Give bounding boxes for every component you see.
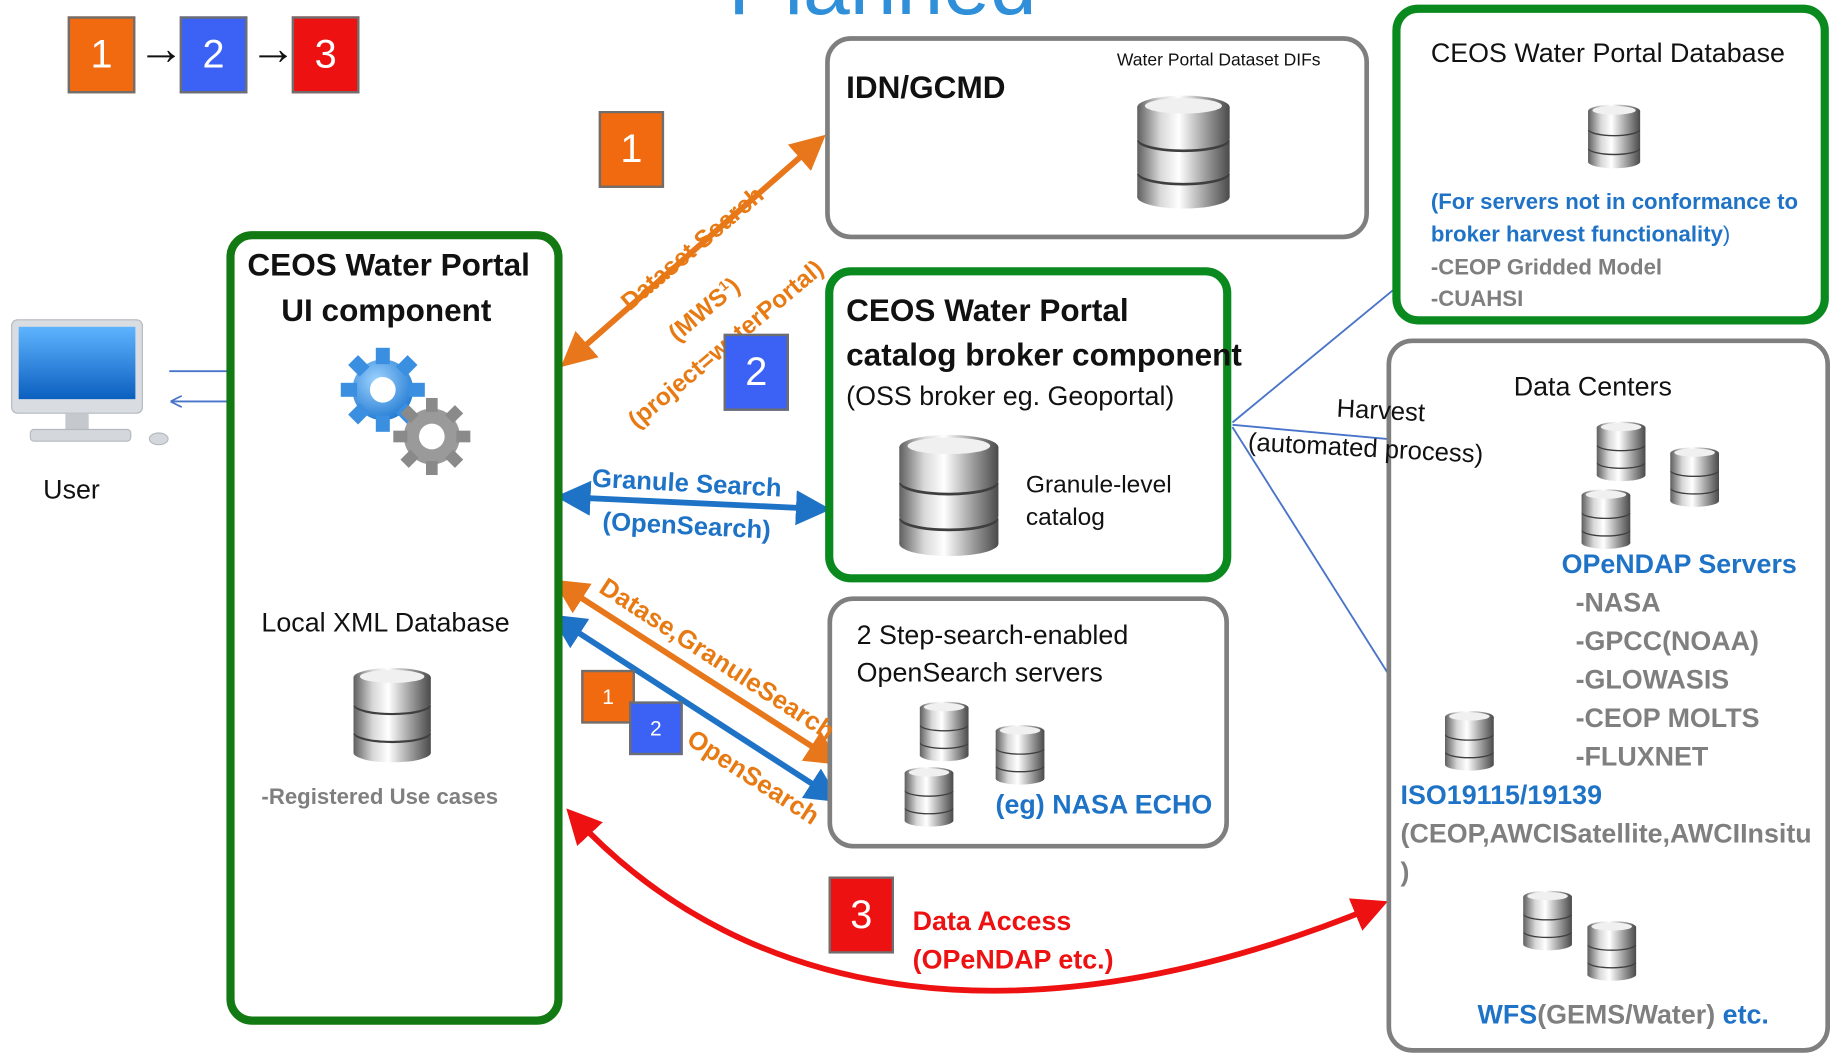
database-icon bbox=[887, 422, 1011, 560]
harvest-label: Harvest bbox=[1335, 393, 1426, 428]
portal-database-item-2: -CUAHSI bbox=[1430, 287, 1524, 312]
database-icon bbox=[1439, 705, 1500, 773]
idn-gcmd-title: IDN/GCMD bbox=[846, 70, 1006, 106]
database-icon bbox=[990, 719, 1051, 787]
computer-icon bbox=[11, 319, 169, 446]
step-2-small-badge: 2 bbox=[629, 701, 683, 756]
legend-step-1-label: 1 bbox=[90, 32, 113, 77]
nasa-echo-label: (eg) NASA ECHO bbox=[995, 788, 1213, 820]
database-icon bbox=[914, 696, 975, 764]
ui-component-title-line1: CEOS Water Portal bbox=[247, 247, 530, 283]
granule-search-arrow bbox=[555, 480, 831, 526]
opendap-etc-label: (OPeNDAP etc.) bbox=[912, 944, 1114, 975]
iso-detail-line2: ) bbox=[1400, 856, 1410, 887]
two-step-line1: 2 Step-search-enabled bbox=[856, 619, 1129, 651]
use-cases-label: -Registered Use cases bbox=[261, 785, 499, 810]
idn-gcmd-subtitle: Water Portal Dataset DIFs bbox=[1116, 50, 1321, 71]
portal-database-note-line1: (For servers not in conformance to bbox=[1430, 190, 1799, 215]
wfs-label-b: (GEMS/Water) bbox=[1537, 999, 1716, 1030]
wfs-label: WFS(GEMS/Water) etc. bbox=[1478, 999, 1769, 1031]
server-item-glowasis: -GLOWASIS bbox=[1575, 664, 1730, 695]
step-1-badge: 1 bbox=[598, 110, 665, 188]
two-step-servers-box bbox=[827, 596, 1229, 849]
database-icon bbox=[345, 658, 438, 765]
broker-title-line2: catalog broker component bbox=[846, 337, 1242, 373]
data-access-arrow bbox=[566, 808, 1388, 994]
step-1-label: 1 bbox=[620, 126, 643, 171]
portal-database-title: CEOS Water Portal Database bbox=[1430, 37, 1785, 68]
step-2-small-label: 2 bbox=[650, 716, 662, 740]
granule-catalog-line1: Granule-level bbox=[1025, 471, 1172, 499]
legend-arrow-1: → bbox=[137, 23, 185, 75]
legend-step-2-label: 2 bbox=[202, 32, 225, 77]
database-icon bbox=[1583, 98, 1646, 170]
portal-database-note-text: broker harvest functionality bbox=[1430, 222, 1723, 248]
wfs-label-a: WFS bbox=[1477, 999, 1538, 1030]
wfs-label-c: etc. bbox=[1715, 999, 1769, 1030]
database-icon bbox=[899, 761, 960, 829]
database-icon bbox=[1664, 441, 1725, 509]
page-title: Planned bbox=[728, 0, 1036, 28]
ui-component-title-line2: UI component bbox=[281, 292, 492, 328]
opendap-servers-label: OPeNDAP Servers bbox=[1561, 548, 1797, 579]
two-step-line2: OpenSearch servers bbox=[856, 657, 1103, 688]
server-item-ceop-molts: -CEOP MOLTS bbox=[1575, 702, 1760, 733]
granule-catalog-line2: catalog bbox=[1025, 504, 1105, 532]
step-2-badge: 2 bbox=[723, 333, 789, 411]
iso-detail-line1: (CEOP,AWCISatellite,AWCIInsitu bbox=[1400, 818, 1812, 849]
data-centers-title: Data Centers bbox=[1513, 371, 1672, 402]
server-item-gpcc: -GPCC(NOAA) bbox=[1575, 625, 1760, 656]
broker-title-line1: CEOS Water Portal bbox=[846, 292, 1129, 328]
user-label: User bbox=[43, 473, 100, 505]
step-1-small-label: 1 bbox=[602, 684, 614, 708]
opensearch-arrow bbox=[550, 614, 841, 803]
data-access-label: Data Access bbox=[912, 905, 1072, 937]
gears-icon bbox=[340, 347, 471, 476]
portal-database-item-1: -CEOP Gridded Model bbox=[1430, 255, 1663, 281]
database-icon bbox=[1581, 915, 1642, 983]
database-icon bbox=[1517, 885, 1578, 953]
step-1-small-badge: 1 bbox=[581, 669, 635, 724]
step-2-label: 2 bbox=[745, 349, 768, 394]
step-3-badge: 3 bbox=[828, 876, 894, 954]
legend-step-3: 3 bbox=[291, 16, 360, 94]
idn-gcmd-box bbox=[825, 36, 1370, 240]
server-item-fluxnet: -FLUXNET bbox=[1575, 741, 1709, 772]
step-3-label: 3 bbox=[850, 892, 873, 937]
database-icon bbox=[1591, 415, 1652, 483]
server-item-nasa: -NASA bbox=[1575, 587, 1661, 618]
iso-label: ISO19115/19139 bbox=[1400, 779, 1603, 810]
legend-arrow-2: → bbox=[249, 23, 297, 75]
portal-database-note-line2: broker harvest functionality) bbox=[1431, 223, 1730, 249]
ui-component-box bbox=[226, 231, 563, 1025]
database-icon bbox=[1576, 483, 1637, 551]
legend-step-2: 2 bbox=[179, 16, 248, 94]
local-db-label: Local XML Database bbox=[261, 606, 510, 638]
dataset-search-arrow bbox=[560, 134, 826, 368]
broker-component-box bbox=[825, 267, 1232, 583]
legend-step-1: 1 bbox=[67, 16, 136, 94]
database-icon bbox=[1125, 84, 1242, 212]
legend-step-3-label: 3 bbox=[314, 32, 337, 77]
portal-database-note-close: ) bbox=[1722, 222, 1731, 248]
broker-subtitle: (OSS broker eg. Geoportal) bbox=[846, 380, 1175, 411]
